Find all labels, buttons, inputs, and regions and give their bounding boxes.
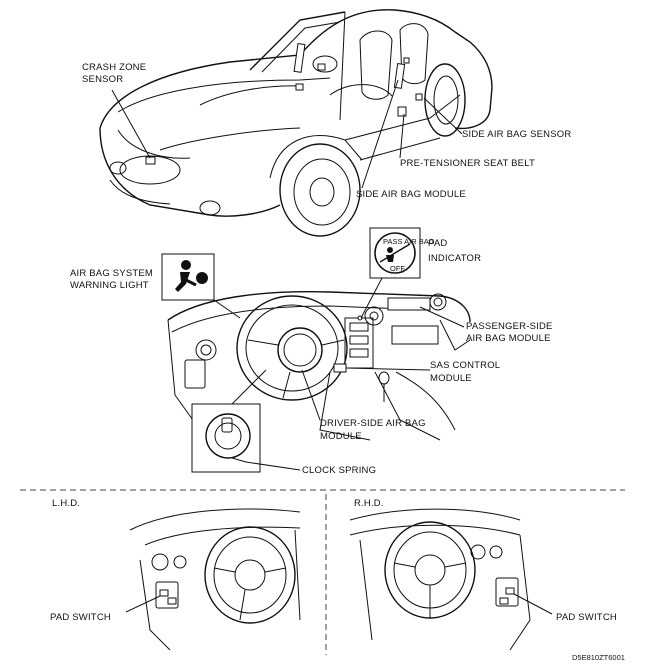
pad-indicator-label-2: INDICATOR bbox=[428, 253, 481, 264]
side-air-bag-sensor-label: SIDE AIR BAG SENSOR bbox=[462, 129, 571, 140]
car-illustration bbox=[99, 9, 493, 237]
rhd-label: R.H.D. bbox=[354, 498, 384, 509]
pad-switch-left-label: PAD SWITCH bbox=[50, 612, 111, 623]
side-air-bag-sensor-part bbox=[415, 93, 423, 101]
sas-control-label-1: SAS CONTROL bbox=[430, 360, 500, 371]
rhd-pad-switch-part bbox=[505, 587, 515, 595]
driver-air-bag-pad bbox=[277, 327, 323, 373]
sensor-part-left bbox=[317, 63, 326, 71]
clock-spring-part bbox=[205, 413, 251, 463]
seat-belt-anchor-part bbox=[403, 57, 410, 64]
sensor-part-center bbox=[295, 83, 304, 91]
driver-air-bag-label-1: DRIVER-SIDE AIR BAG bbox=[320, 418, 426, 429]
lhd-dashboard-illustration bbox=[129, 508, 301, 651]
clock-spring-label: CLOCK SPRING bbox=[302, 465, 376, 476]
passenger-air-bag-label-1: PASSENGER-SIDE bbox=[466, 321, 553, 332]
air-bag-warning-label-1: AIR BAG SYSTEM bbox=[70, 268, 153, 279]
side-air-bag-module-part-right bbox=[393, 62, 406, 89]
pad-indicator-icon: PASS AIR BAG OFF bbox=[374, 232, 435, 274]
driver-air-bag-label-2: MODULE bbox=[320, 431, 362, 442]
lhd-label: L.H.D. bbox=[52, 498, 80, 509]
side-air-bag-module-label: SIDE AIR BAG MODULE bbox=[356, 189, 466, 200]
lhd-pad-switch-part bbox=[159, 589, 169, 597]
passenger-air-bag-label-2: AIR BAG MODULE bbox=[466, 333, 551, 344]
sas-control-label-2: MODULE bbox=[430, 373, 472, 384]
side-air-bag-module-part-left bbox=[293, 43, 306, 73]
pad-indicator-label-1: PAD bbox=[428, 238, 447, 249]
rhd-dashboard-illustration bbox=[349, 508, 531, 651]
pre-tensioner-part bbox=[397, 106, 407, 117]
pad-switch-right-label: PAD SWITCH bbox=[556, 612, 617, 623]
sas-control-module-part bbox=[333, 363, 347, 373]
figure-code: D5E810ZT6001 bbox=[572, 653, 625, 662]
pad-icon-top-text: PASS AIR BAG bbox=[383, 237, 435, 246]
crash-zone-sensor-part bbox=[145, 156, 156, 165]
air-bag-warning-label-2: WARNING LIGHT bbox=[70, 280, 149, 291]
dashboard-illustration bbox=[167, 291, 471, 441]
air-bag-warning-icon bbox=[175, 260, 208, 292]
crash-zone-sensor-label-2: SENSOR bbox=[82, 74, 123, 85]
crash-zone-sensor-label-1: CRASH ZONE bbox=[82, 62, 146, 73]
pre-tensioner-seat-belt-label: PRE-TENSIONER SEAT BELT bbox=[400, 158, 535, 169]
clock-spring-box bbox=[191, 403, 261, 473]
pad-icon-bottom-text: OFF bbox=[390, 264, 405, 273]
